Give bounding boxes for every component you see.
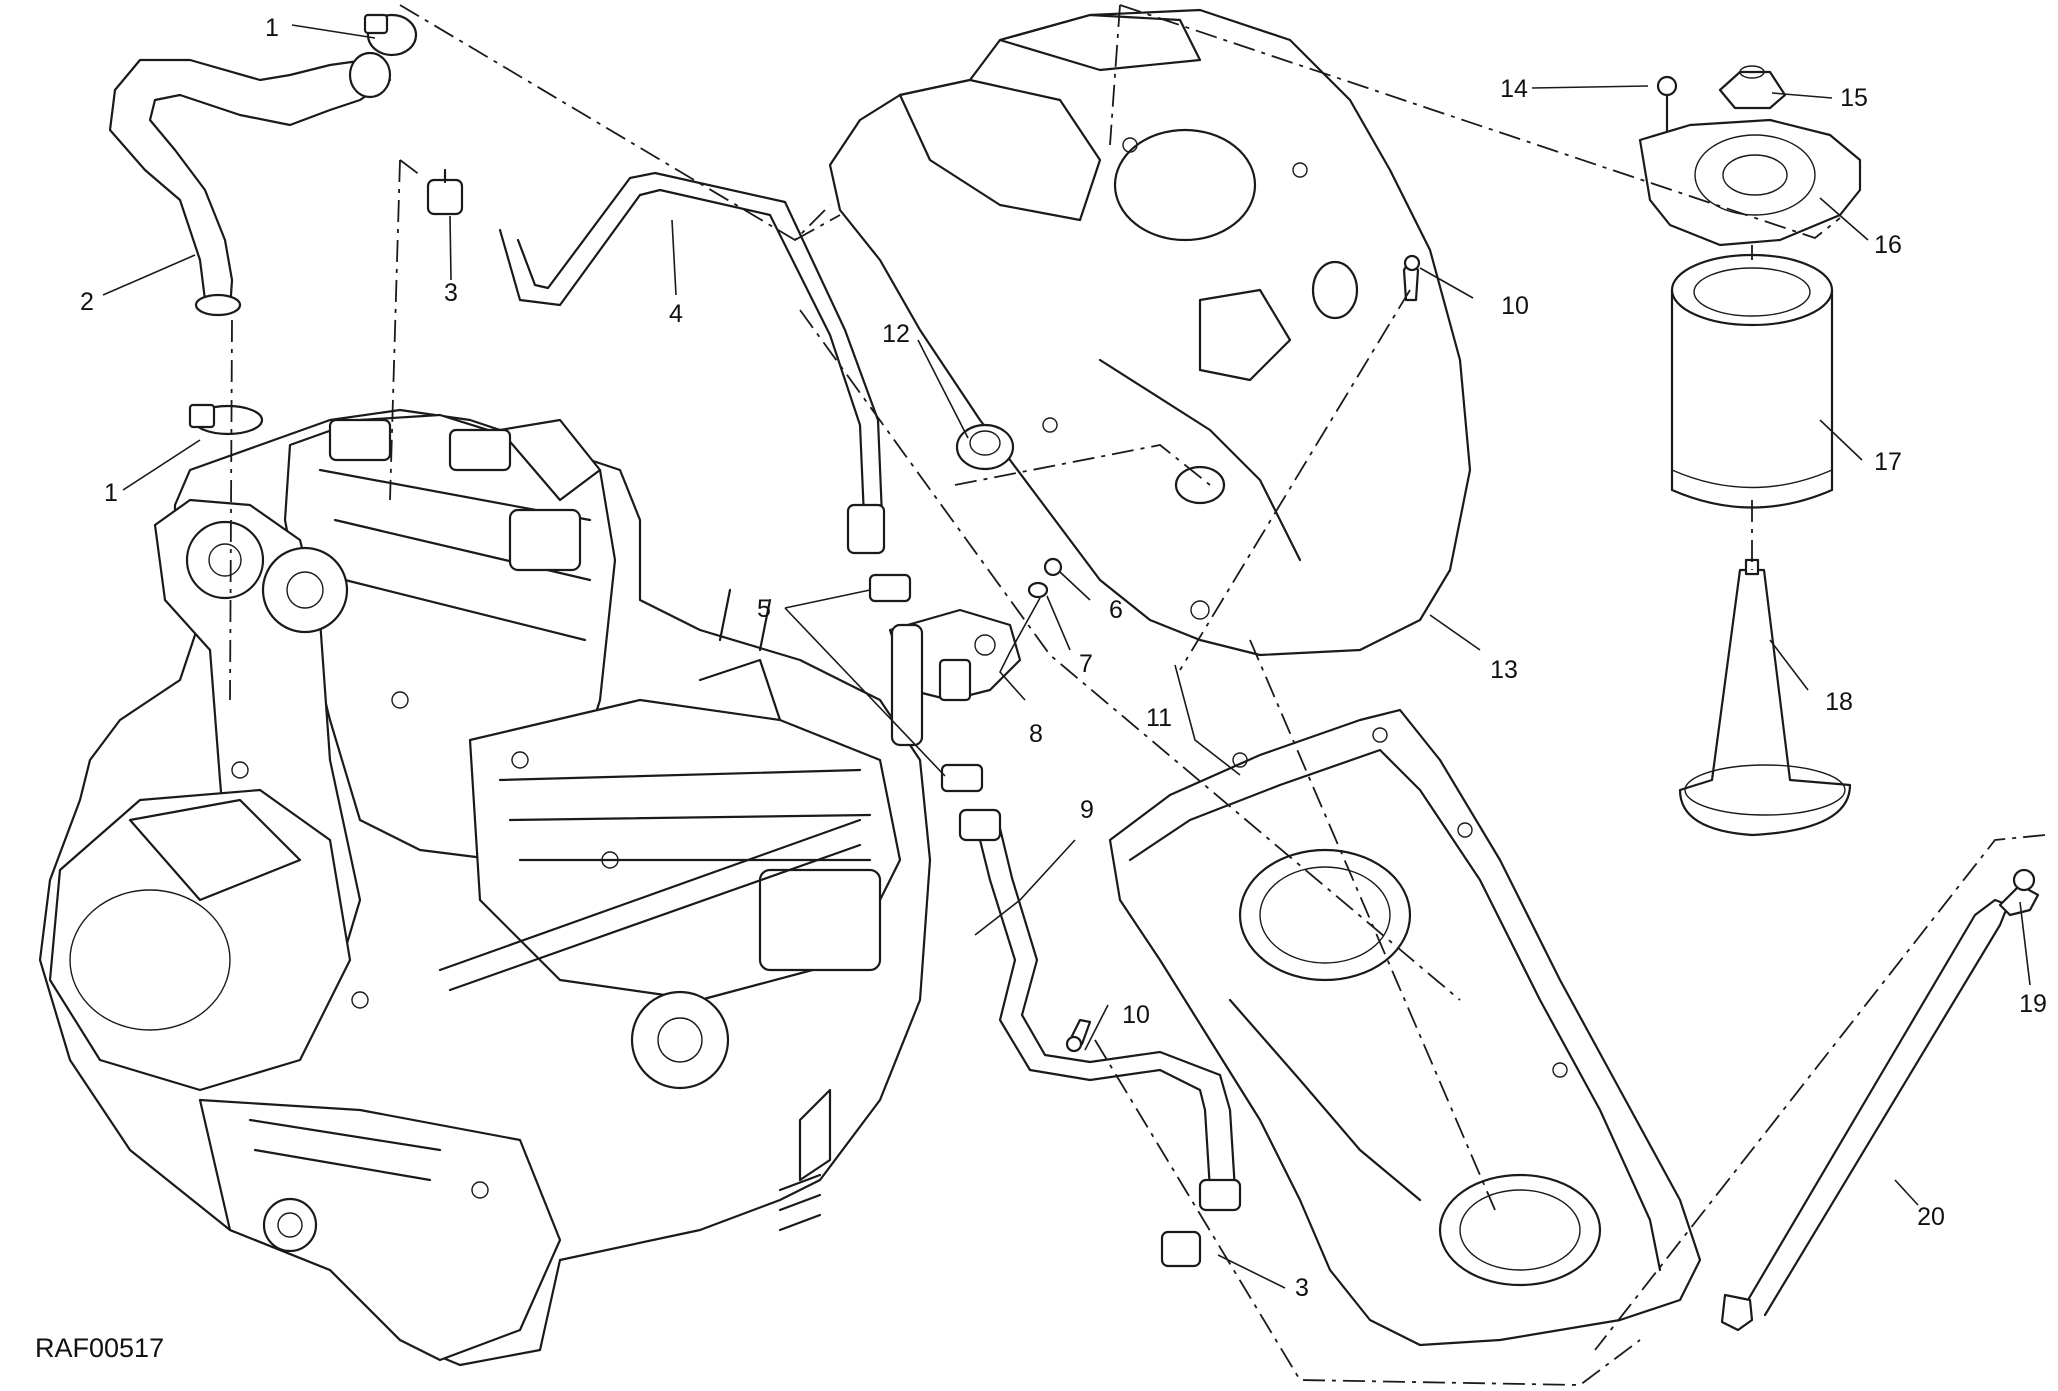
callout-11: 11 [1146,704,1172,732]
callout-9: 9 [1080,796,1094,824]
engine-assembly [38,408,932,1367]
callout-1-bottom: 1 [104,479,118,507]
assembly-dash-lines [229,4,2046,1386]
callout-16: 16 [1874,231,1902,259]
callout-labels: 1 1 2 3 3 4 5 6 7 8 9 10 10 11 12 13 14 … [80,14,2047,1302]
callout-2: 2 [80,288,94,316]
diagram-reference-code: RAF00517 [35,1333,164,1363]
callout-14: 14 [1500,75,1528,103]
callout-1-top: 1 [265,14,279,42]
grommet [955,423,1015,471]
hose-assembly [108,13,1242,1268]
callout-20: 20 [1917,1203,1945,1231]
airbox-cover [828,8,1472,657]
airbox-base [1108,708,1702,1347]
breather-tube [1720,868,2040,1332]
callout-4: 4 [669,300,683,328]
callout-8: 8 [1029,720,1043,748]
callout-10-top: 10 [1501,292,1529,320]
callout-10-bottom: 10 [1122,1001,1150,1029]
callout-12: 12 [882,320,910,348]
callout-13: 13 [1490,656,1518,684]
callout-17: 17 [1874,448,1902,476]
callout-6: 6 [1109,596,1123,624]
callout-19: 19 [2019,990,2047,1018]
callout-3-top: 3 [444,279,458,307]
air-filter-stack [1638,65,1862,837]
callout-7: 7 [1079,650,1093,678]
callout-15: 15 [1840,84,1868,112]
callout-5: 5 [757,595,771,623]
screws [1065,254,1421,1053]
callout-18: 18 [1825,688,1853,716]
leader-lines [102,24,2031,1289]
callout-3-bottom: 3 [1295,1274,1309,1302]
